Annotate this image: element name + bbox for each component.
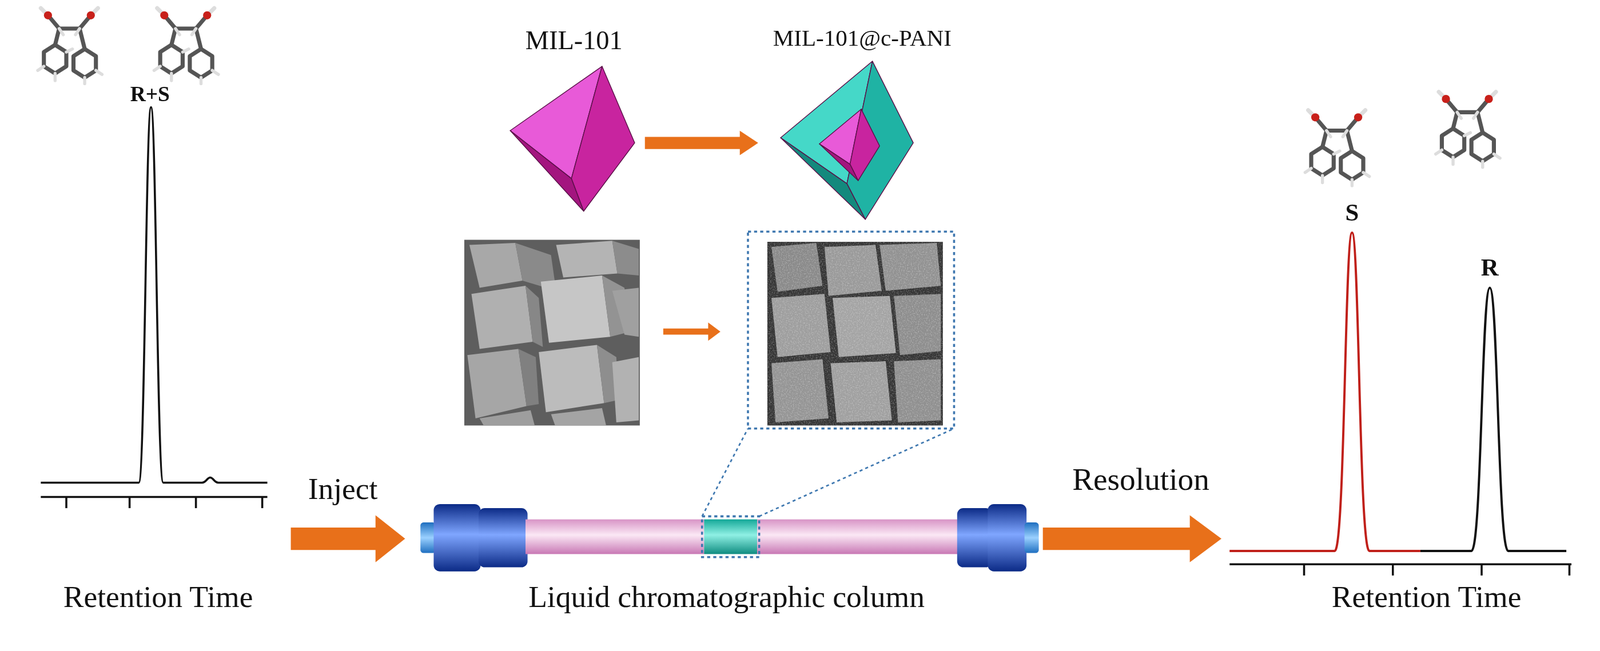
crystal-face (849, 109, 880, 181)
chromatogram (1229, 232, 1572, 576)
zoom-line (702, 428, 748, 517)
flow-arrow (291, 515, 406, 563)
text-label: S (1344, 198, 1359, 228)
flow-arrow (1043, 515, 1222, 563)
zoom-frame (747, 231, 954, 429)
octahedron-shape (759, 25, 965, 225)
chromatogram (40, 106, 268, 509)
crystal-label: MIL-101@c-PANI (759, 25, 965, 53)
text-label: Retention Time (1331, 579, 1522, 616)
sem-image (767, 241, 943, 426)
crystal-face (846, 61, 914, 220)
text-label: Liquid chromatographic column (528, 579, 925, 616)
crystal-face (510, 130, 584, 212)
octahedron-crystal: MIL-101 (504, 25, 643, 220)
flow-arrow (663, 322, 721, 341)
molecule (37, 8, 102, 84)
molecule (153, 8, 218, 84)
crystal-label: MIL-101 (504, 25, 643, 57)
molecule (1435, 92, 1500, 168)
octahedron-crystal: MIL-101@c-PANI (759, 25, 965, 225)
zoom-frame (702, 516, 760, 557)
crystal-face (819, 144, 859, 181)
crystal-face (571, 66, 635, 212)
zoom-line (759, 428, 955, 517)
process-arrow (645, 130, 759, 156)
text-label: R+S (130, 81, 170, 107)
text-label: Inject (308, 471, 378, 508)
text-label: Resolution (1072, 461, 1210, 499)
sem-image (464, 240, 640, 427)
molecule (1304, 110, 1369, 186)
text-label: R (1481, 254, 1499, 283)
text-label: Retention Time (63, 579, 254, 616)
column (420, 504, 1039, 572)
